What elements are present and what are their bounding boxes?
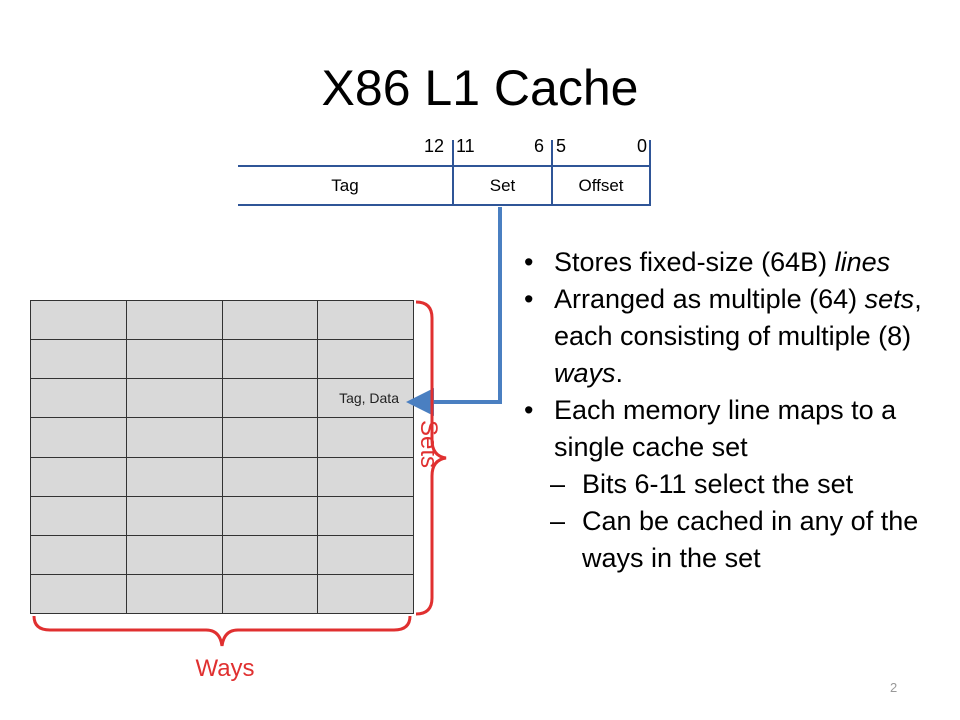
sets-label: Sets — [415, 420, 442, 469]
field-set: Set — [489, 176, 516, 195]
cache-cell — [31, 301, 127, 341]
cache-cell — [126, 379, 223, 419]
slide-title: X86 L1 Cache — [321, 60, 639, 116]
cache-cell — [126, 574, 223, 614]
cache-cell — [31, 457, 127, 497]
cache-cell — [222, 574, 319, 614]
sets-brace — [415, 300, 447, 616]
address-divider-set-offset — [551, 140, 553, 206]
cache-cell — [318, 496, 414, 536]
cache-cell — [222, 301, 319, 341]
cache-cell — [222, 457, 319, 497]
cache-cell — [31, 535, 127, 575]
italic-term: ways — [554, 358, 616, 388]
bullet-item: Bits 6-11 select the set — [520, 466, 950, 503]
cache-cell — [31, 574, 127, 614]
cache-cell — [222, 379, 319, 419]
cache-cell — [31, 379, 127, 419]
set-index-arrow — [406, 207, 502, 416]
cache-cell-tag-data: Tag, Data — [318, 379, 414, 419]
bullet-item: Can be cached in any of the ways in the … — [520, 503, 950, 577]
cache-cell — [318, 574, 414, 614]
address-divider-tag-set — [452, 140, 454, 206]
cache-grid: Tag, Data — [30, 300, 414, 614]
cache-cell — [126, 496, 223, 536]
ways-brace — [32, 615, 412, 647]
cache-cell — [31, 340, 127, 380]
cache-cell — [126, 340, 223, 380]
bullet-item: Stores fixed-size (64B) lines — [520, 244, 950, 281]
cache-cell — [222, 418, 319, 458]
cache-cell — [126, 457, 223, 497]
page-number: 2 — [890, 680, 898, 695]
bit-number-0: 0 — [637, 136, 648, 156]
cache-cell — [126, 535, 223, 575]
bit-number-11: 11 — [456, 136, 475, 156]
bullet-item: Each memory line maps to a single cache … — [520, 392, 950, 466]
field-tag: Tag — [331, 176, 359, 195]
italic-term: lines — [834, 247, 891, 277]
bit-number-12: 12 — [424, 136, 445, 156]
field-offset: Offset — [578, 176, 624, 195]
bullet-list: Stores fixed-size (64B) linesArranged as… — [520, 244, 950, 577]
address-bottom-border — [238, 204, 651, 206]
cache-cell — [126, 418, 223, 458]
cache-cell — [222, 340, 319, 380]
cache-cell — [318, 535, 414, 575]
cache-cell — [126, 301, 223, 341]
cache-cell — [318, 340, 414, 380]
address-right-border — [649, 140, 651, 206]
italic-term: sets — [864, 284, 915, 314]
address-top-border — [238, 165, 651, 167]
ways-label: Ways — [195, 655, 255, 682]
cache-cell — [222, 496, 319, 536]
cache-cell — [318, 457, 414, 497]
cache-cell — [31, 418, 127, 458]
cache-cell — [318, 418, 414, 458]
cache-cell — [222, 535, 319, 575]
cache-cell — [318, 301, 414, 341]
bit-number-6: 6 — [534, 136, 545, 156]
bit-number-5: 5 — [556, 136, 567, 156]
cache-cell — [31, 496, 127, 536]
bullet-item: Arranged as multiple (64) sets, each con… — [520, 281, 950, 392]
